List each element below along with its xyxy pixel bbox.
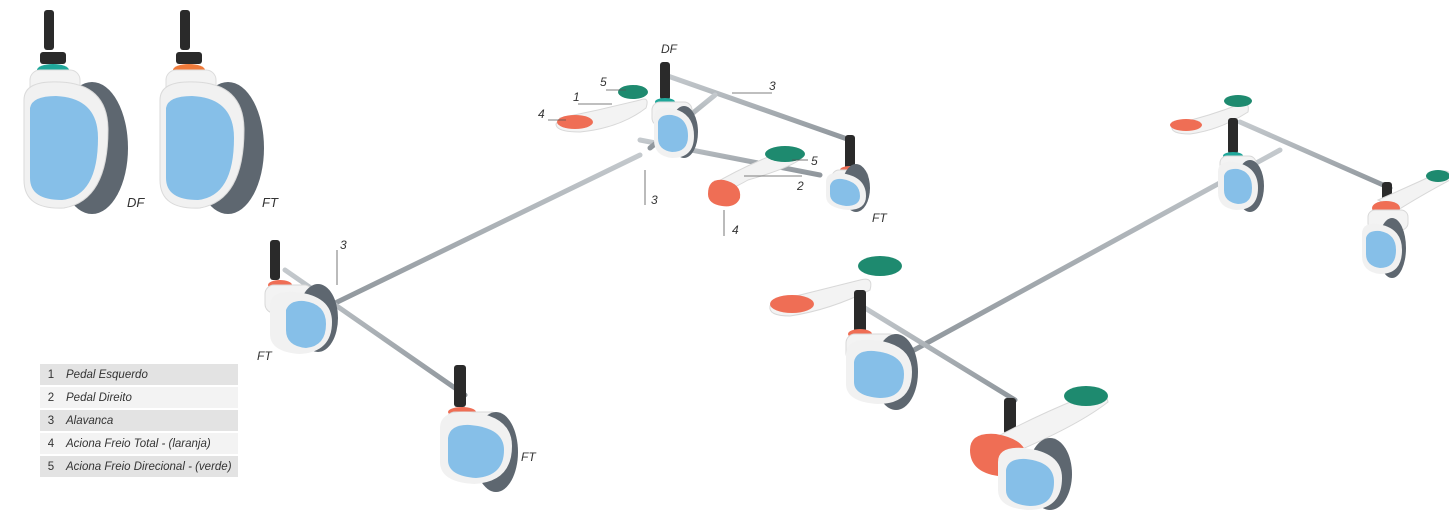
mech1-ft-label-left: FT (257, 349, 272, 363)
mech1-caster-df (651, 62, 698, 158)
callout-5-left: 5 (600, 75, 607, 89)
mech1-ft-label-bottom: FT (521, 450, 536, 464)
mech2-caster-right (1362, 170, 1449, 278)
callout-5-right: 5 (811, 154, 818, 168)
legend-row: 5 Aciona Freio Direcional - (verde) (40, 455, 238, 479)
mech1-ft-label-right: FT (872, 211, 887, 225)
legend-number: 3 (40, 409, 62, 433)
callout-4-left: 4 (538, 107, 545, 121)
callout-3-left: 3 (340, 238, 347, 252)
mech1-caster-ft-right (826, 135, 870, 212)
legend-text: Alavanca (62, 409, 238, 433)
mech2-caster-top (1218, 118, 1264, 212)
legend-text: Pedal Direito (62, 386, 238, 410)
legend-row: 3 Alavanca (40, 409, 238, 433)
legend-number: 4 (40, 432, 62, 456)
callout-3-mid: 3 (651, 193, 658, 207)
callout-2: 2 (797, 179, 804, 193)
callout-1: 1 (573, 90, 580, 104)
legend-number: 2 (40, 386, 62, 410)
callout-3-top: 3 (769, 79, 776, 93)
mechanism-right-rods (857, 119, 1393, 403)
caster-ft-label: FT (262, 195, 278, 210)
mech1-pedal-right (708, 146, 805, 207)
legend-number: 5 (40, 455, 62, 479)
callout-leader-lines (336, 89, 808, 285)
mech2-caster-bottom (970, 386, 1109, 510)
legend-row: 2 Pedal Direito (40, 386, 238, 410)
legend-text: Aciona Freio Direcional - (verde) (62, 455, 238, 479)
legend-number: 1 (40, 364, 62, 387)
legend-row: 4 Aciona Freio Total - (laranja) (40, 432, 238, 456)
caster-ft (159, 10, 264, 214)
mech1-caster-ft-bottom (440, 365, 518, 492)
legend-row: 1 Pedal Esquerdo (40, 364, 238, 387)
mech2-pedal-top (1170, 95, 1252, 135)
caster-df (23, 10, 128, 214)
legend-text: Pedal Esquerdo (62, 364, 238, 387)
caster-df-label: DF (127, 195, 145, 210)
mech2-caster-left (769, 256, 918, 410)
legend-text: Aciona Freio Total - (laranja) (62, 432, 238, 456)
mech1-caster-ft-left (264, 240, 338, 354)
mech1-df-label: DF (661, 42, 677, 56)
mech1-pedal-left (555, 85, 648, 133)
legend-table: 1 Pedal Esquerdo 2 Pedal Direito 3 Alava… (40, 364, 238, 479)
callout-4-right: 4 (732, 223, 739, 237)
